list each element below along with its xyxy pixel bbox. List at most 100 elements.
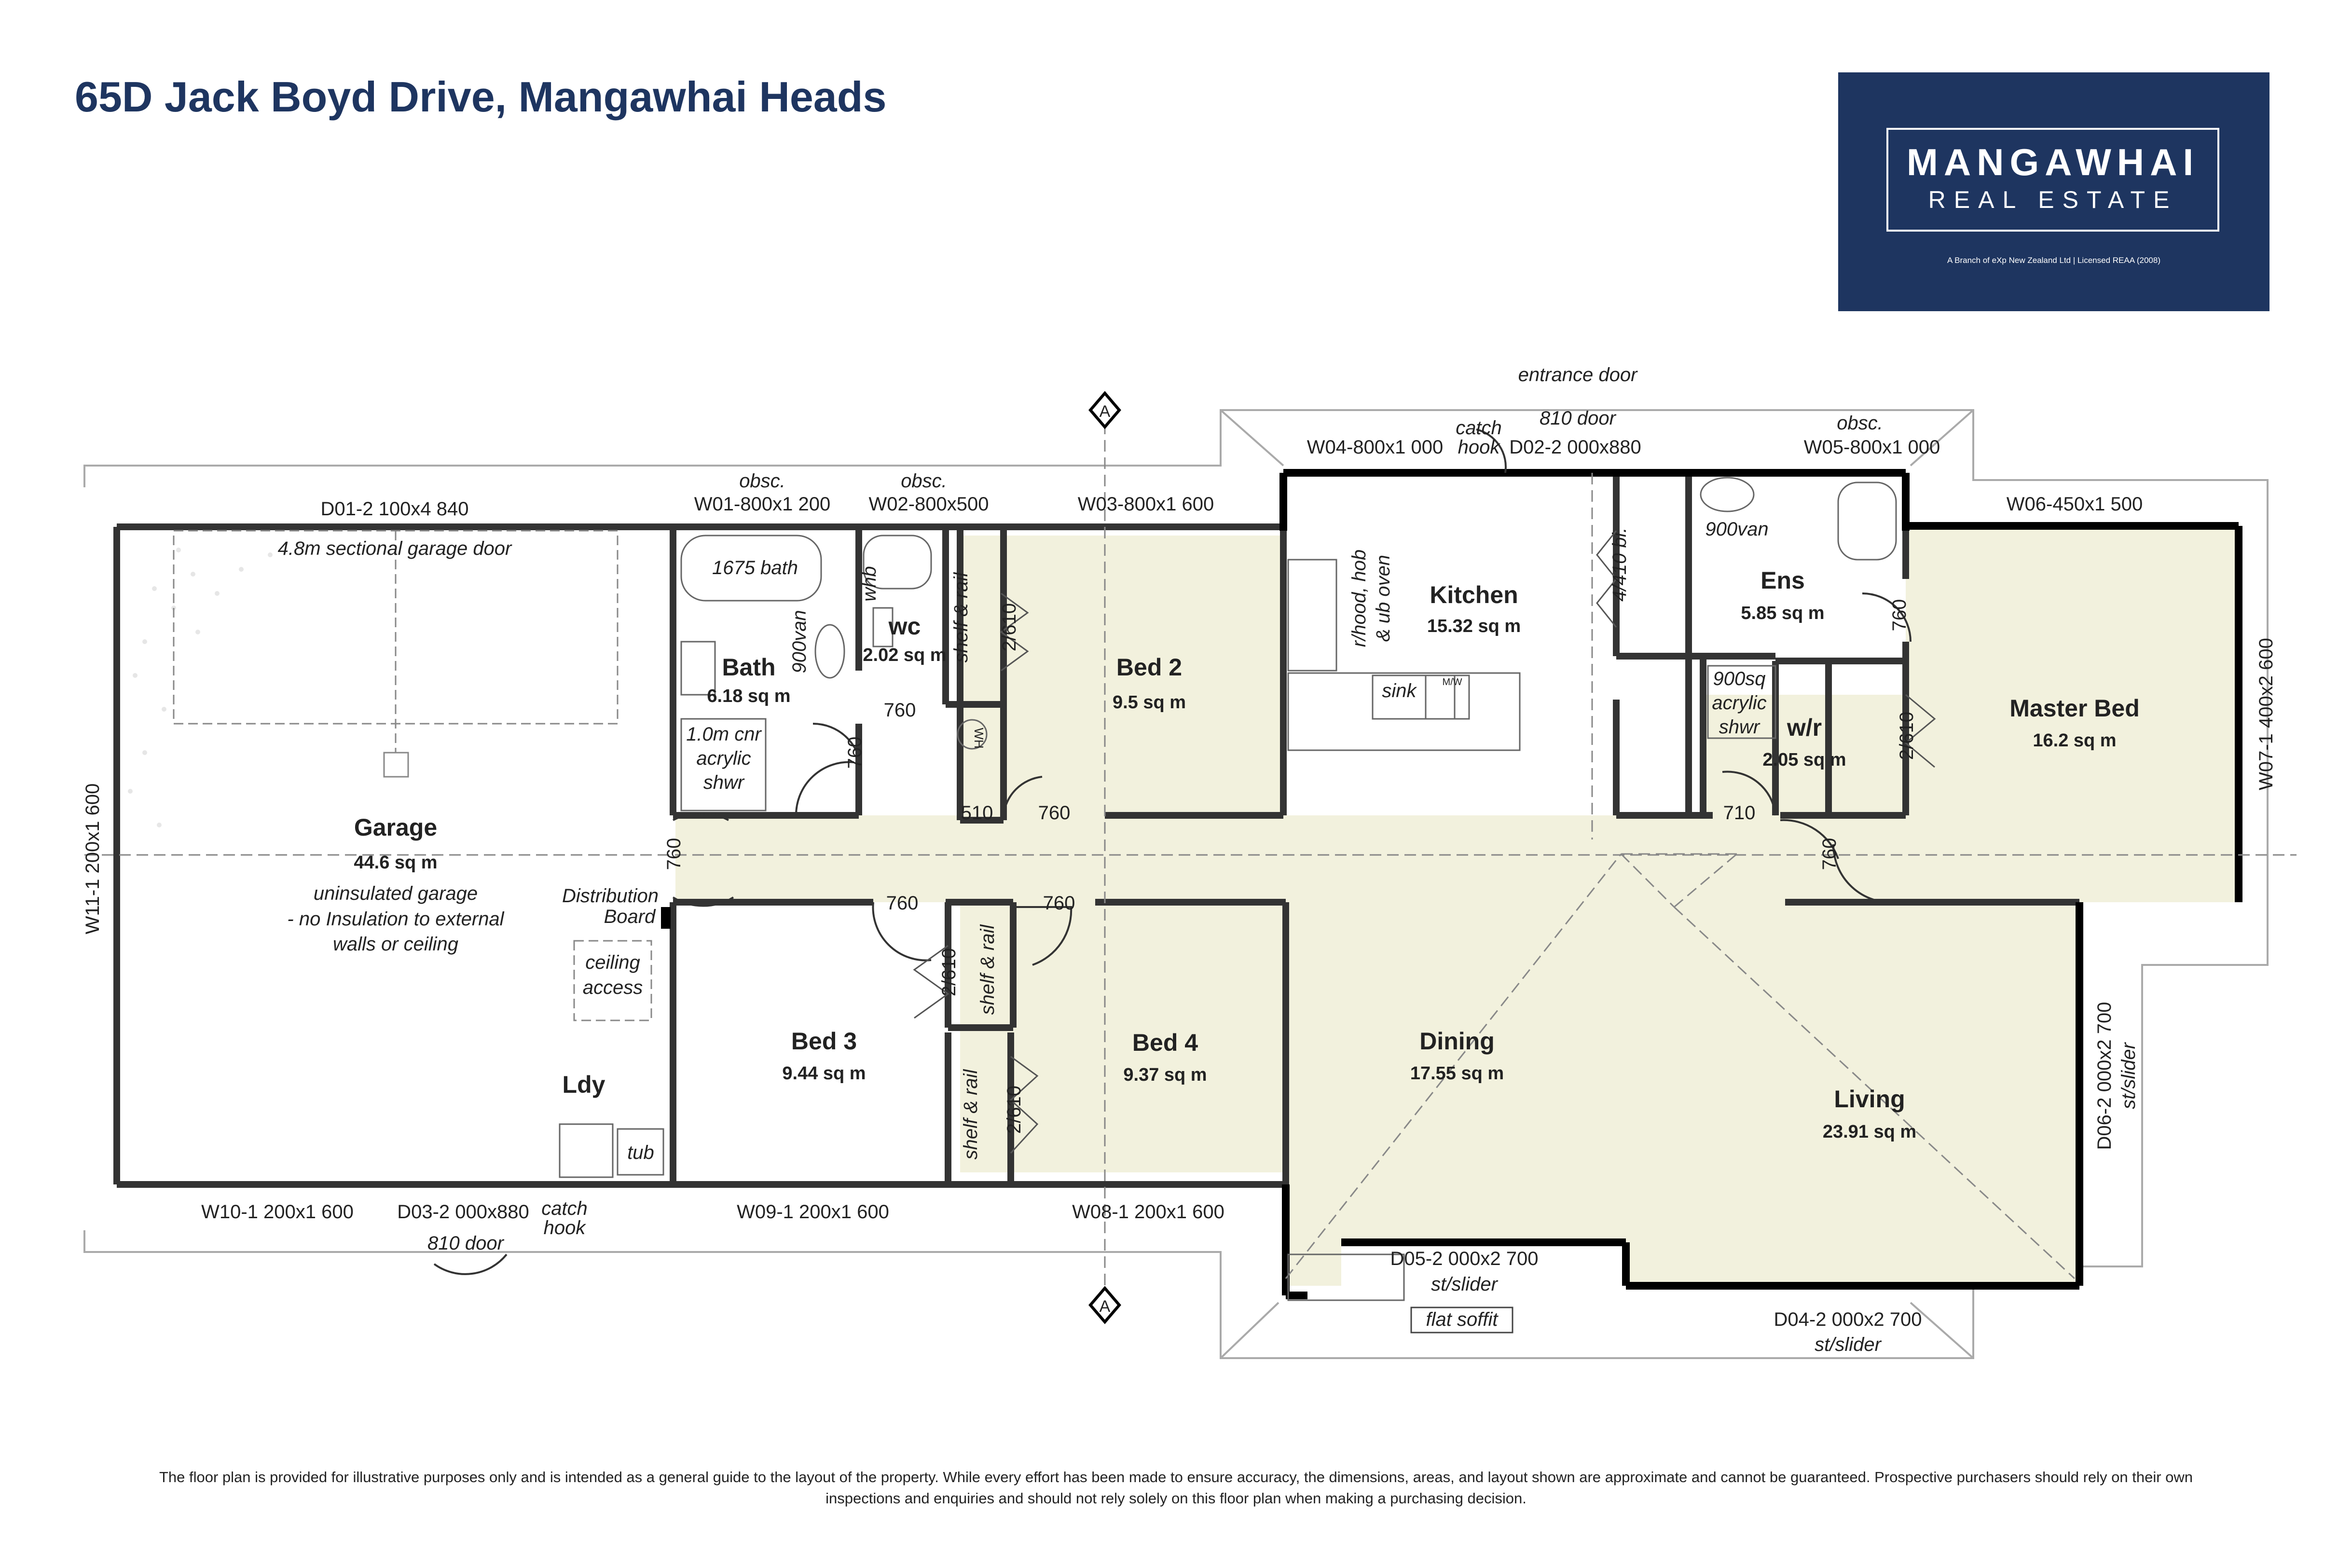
shelf-rail-2: shelf & rail [977, 924, 998, 1015]
bed2-name: Bed 2 [1116, 654, 1182, 681]
garage-note-1: uninsulated garage [314, 883, 478, 904]
distribution-b: Board [604, 906, 656, 927]
w04-label: W04-800x1 000 [1307, 437, 1443, 458]
ldy-name: Ldy [563, 1071, 605, 1098]
microwave-label: M/W [1442, 677, 1462, 688]
section-top-label: A [1100, 402, 1111, 421]
bed3-name: Bed 3 [791, 1028, 857, 1055]
door-760-wc: 760 [884, 700, 916, 721]
logo-frame: MANGAWHAI REAL ESTATE [1886, 128, 2219, 232]
w08-label: W08-1 200x1 600 [1072, 1201, 1224, 1223]
d06-b-label: st/slider [2118, 1042, 2139, 1109]
section-bottom-label: A [1100, 1297, 1111, 1316]
van900-label: 900van [789, 610, 810, 673]
flat-soffit-box [1410, 1307, 1513, 1334]
disclaimer-line-1: The floor plan is provided for illustrat… [159, 1469, 2193, 1485]
ceiling-access-b: access [583, 977, 643, 998]
shwr-c-label: shwr [703, 772, 745, 793]
d04-b-label: st/slider [1815, 1334, 1882, 1355]
obsc-w02-label: obsc. [901, 470, 947, 492]
door-760-ens: 760 [1889, 599, 1910, 632]
wc-area: 2.02 sq m [863, 645, 946, 665]
living-name: Living [1834, 1086, 1905, 1113]
garage-hatch [128, 543, 302, 827]
garage-note-2: - no Insulation to external [287, 908, 504, 930]
d03-label: D03-2 000x880 [397, 1201, 529, 1223]
w11-label: W11-1 200x1 600 [82, 784, 103, 935]
logo-line1: MANGAWHAI [1906, 141, 2200, 183]
door-760-bed2: 760 [1038, 802, 1071, 824]
dining-name: Dining [1419, 1028, 1495, 1055]
shwr-b-label: acrylic [696, 748, 751, 769]
bifold-2610-d: 2/610 [1896, 712, 1917, 760]
living-fill [675, 526, 2239, 1286]
bifold-2610-b: 2/610 [938, 948, 960, 996]
w05-label: W05-800x1 000 [1804, 437, 1940, 458]
kitchen-area: 15.32 sq m [1427, 616, 1521, 636]
ceiling-access-a: ceiling [585, 952, 640, 973]
sink-label: sink [1382, 680, 1417, 701]
ens-van-label: 900van [1705, 519, 1768, 540]
walls [113, 473, 2079, 1188]
living-area: 23.91 sq m [1823, 1122, 1916, 1142]
w01-label: W01-800x1 200 [694, 494, 830, 515]
disclaimer-line-2: inspections and enquiries and should not… [825, 1490, 1527, 1507]
w07-label: W07-1 400x2 600 [2256, 638, 2277, 790]
door-710: 710 [1723, 802, 1756, 824]
section-marker-bottom: A [1088, 1286, 1121, 1324]
obsc-right-label: obsc. [1837, 413, 1883, 434]
property-address: 65D Jack Boyd Drive, Mangawhai Heads [75, 73, 887, 121]
ens-shwr-c: shwr [1719, 716, 1761, 738]
disclaimer: The floor plan is provided for illustrat… [72, 1467, 2280, 1509]
logo-line2: REAL ESTATE [1928, 186, 2178, 213]
fixtures [559, 477, 1897, 1301]
w09-label: W09-1 200x1 600 [737, 1201, 889, 1223]
door-760-bed3: 760 [886, 893, 919, 914]
w03-label: W03-800x1 600 [1078, 494, 1214, 515]
ens-name: Ens [1761, 567, 1805, 594]
garage-door-label: 4.8m sectional garage door [278, 538, 512, 559]
wr-name: w/r [1787, 714, 1822, 741]
d04-a-label: D04-2 000x2 700 [1774, 1309, 1922, 1330]
bath-area: 6.18 sq m [707, 686, 790, 706]
exterior-walls [1279, 469, 2242, 1299]
door-810-bottom: 810 door [427, 1233, 505, 1254]
wr-area: 2.05 sq m [1762, 750, 1846, 770]
catch-bottom-b: hook [544, 1217, 587, 1238]
bifold-doors [913, 530, 1936, 1154]
catch-hook-top-b: hook [1458, 437, 1501, 458]
shwr-a-label: 1.0m cnr [686, 724, 762, 745]
garage-area: 44.6 sq m [354, 853, 437, 873]
garage-name: Garage [354, 814, 437, 841]
catch-bottom-a: catch [541, 1198, 588, 1219]
bed2-area: 9.5 sq m [1113, 692, 1186, 713]
garage-door-outline [173, 530, 652, 1021]
bed3-area: 9.44 sq m [782, 1063, 866, 1084]
w06-label: W06-450x1 500 [2007, 494, 2143, 515]
flat-soffit-label: flat soffit [1426, 1309, 1499, 1330]
d02-label: D02-2 000x880 [1509, 437, 1641, 458]
wc-name: wc [888, 613, 921, 640]
w10-label: W10-1 200x1 600 [201, 1201, 354, 1223]
whb-label: whb [859, 566, 880, 601]
door-760-bed4: 760 [1043, 893, 1075, 914]
obsc-w01-label: obsc. [739, 470, 785, 492]
section-marker-top: A [1088, 391, 1121, 429]
dining-area: 17.55 sq m [1410, 1063, 1504, 1084]
roof-hip-lines [84, 405, 2297, 1303]
bath-1675-label: 1675 bath [712, 557, 798, 578]
entrance-door-label: entrance door [1518, 364, 1638, 385]
hood-a-label: r/hood, hob [1348, 550, 1370, 647]
garage-note-3: walls or ceiling [333, 934, 458, 955]
ens-area: 5.85 sq m [1741, 603, 1824, 623]
brand-logo: MANGAWHAI REAL ESTATE A Branch of eXp Ne… [1838, 72, 2269, 311]
garage-door-opener [383, 752, 409, 778]
master-area: 16.2 sq m [2033, 730, 2116, 751]
distribution-a: Distribution [562, 885, 659, 907]
roof-outline [83, 409, 2269, 1359]
door-760-bath: 760 [844, 737, 866, 769]
bed4-name: Bed 4 [1132, 1029, 1198, 1056]
master-name: Master Bed [2009, 695, 2140, 722]
kitchen-name: Kitchen [1430, 581, 1518, 608]
